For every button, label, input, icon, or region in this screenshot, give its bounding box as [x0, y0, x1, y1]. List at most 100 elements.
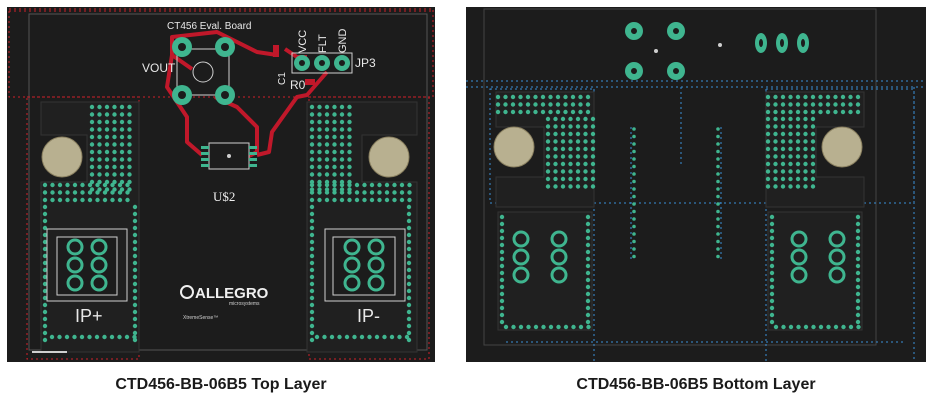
via [347, 104, 352, 110]
via [97, 104, 102, 110]
keepout-top [8, 8, 434, 98]
via [119, 119, 125, 125]
via [575, 124, 581, 129]
via [795, 102, 801, 107]
via [132, 239, 138, 245]
jp3-label: JP3 [355, 56, 376, 70]
via [716, 254, 720, 259]
via [132, 211, 138, 217]
bottom-connector-pin [512, 230, 530, 248]
via [548, 109, 553, 115]
via [119, 127, 125, 132]
via [803, 169, 808, 174]
via [317, 104, 322, 110]
via [132, 334, 137, 340]
via [583, 116, 588, 122]
via [765, 124, 771, 129]
via [825, 94, 831, 100]
via [339, 104, 345, 110]
via [112, 104, 117, 110]
via [362, 190, 367, 195]
via [545, 124, 551, 129]
via [389, 334, 395, 340]
via [392, 197, 397, 203]
via [825, 109, 831, 115]
via [499, 284, 505, 290]
via [104, 149, 110, 155]
via [780, 169, 786, 174]
via [590, 139, 596, 144]
via [377, 197, 382, 203]
via [575, 139, 581, 144]
c1-label: C1 [277, 72, 288, 85]
via [810, 109, 816, 115]
via [553, 124, 558, 129]
via [503, 109, 508, 115]
switch-button-circle [192, 61, 214, 83]
via [585, 102, 591, 107]
via [324, 182, 330, 188]
via [855, 228, 861, 234]
via [503, 102, 508, 107]
via [89, 112, 95, 117]
via [560, 161, 566, 167]
via [840, 109, 846, 115]
via [309, 302, 315, 308]
via [110, 182, 115, 188]
via [309, 267, 315, 273]
via [548, 324, 554, 330]
via [87, 182, 93, 188]
via [347, 197, 352, 203]
via [132, 225, 138, 231]
via [583, 131, 588, 137]
via [553, 154, 558, 159]
via [332, 104, 337, 110]
via [406, 211, 412, 217]
via [119, 157, 125, 162]
via [803, 131, 808, 137]
via [632, 254, 636, 259]
via [553, 146, 558, 152]
via [332, 172, 337, 177]
via [97, 172, 102, 177]
via [132, 330, 138, 336]
via [499, 298, 505, 304]
via [848, 324, 854, 330]
via [359, 334, 365, 340]
via [810, 94, 816, 100]
via [132, 281, 138, 287]
via [780, 131, 786, 137]
via [632, 134, 636, 139]
via [855, 249, 861, 255]
via [803, 139, 808, 144]
via [309, 197, 315, 203]
connector-pin [90, 256, 108, 274]
via [499, 235, 505, 241]
via [132, 288, 138, 294]
via [773, 184, 778, 189]
via [309, 225, 315, 231]
via [42, 260, 48, 266]
via [374, 334, 380, 340]
via [560, 131, 566, 137]
via [309, 204, 315, 210]
via [132, 274, 138, 280]
via [42, 274, 48, 280]
via [765, 139, 771, 144]
via [324, 197, 330, 203]
via [818, 102, 823, 107]
via [332, 197, 337, 203]
via [716, 202, 720, 206]
via [332, 182, 337, 188]
via [780, 94, 786, 100]
via [42, 218, 48, 224]
via [769, 270, 775, 276]
via [97, 149, 102, 155]
via [585, 242, 591, 248]
via [102, 334, 107, 340]
via [765, 131, 771, 137]
via [795, 124, 801, 129]
via [309, 149, 315, 155]
via [399, 197, 405, 203]
via [119, 164, 125, 170]
